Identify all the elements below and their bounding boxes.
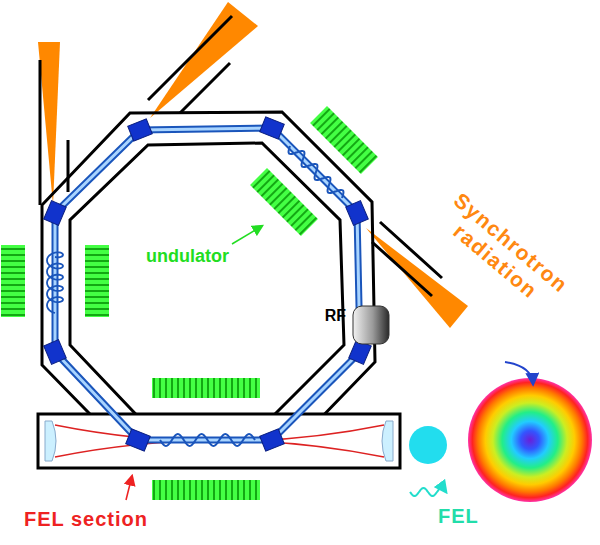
undulator-magnet [152,480,260,500]
radiation-fan [150,2,258,118]
rf-cavity-shape [352,305,390,345]
ring-outer-wall [42,112,375,455]
undulating-trajectory [289,146,344,198]
mirror [382,421,393,461]
mirror [45,421,56,461]
rf-cavity-body [353,306,389,344]
electron-beam [55,128,360,440]
optical-cavity-beam [55,425,384,457]
beam-pipe [55,128,360,440]
fel-housing [38,414,400,468]
pointer-arrow [505,362,533,384]
bending-magnet [128,119,153,141]
bending-magnet [126,429,151,451]
undulator-magnet [1,245,25,317]
undulator-magnet [152,378,260,398]
pointer-arrow [232,226,262,244]
section-label: FEL section [24,508,148,531]
ring-inner-wall [70,143,344,427]
helical-trajectory [47,252,63,313]
undulator-magnet [250,168,318,236]
rf-cavity: RF [352,305,390,345]
bending-magnet [44,201,67,226]
output-label: FEL [438,505,479,528]
undulator-magnet [85,245,109,317]
undulator-magnet [310,106,378,174]
synchrotron-spectrum-spot [468,378,592,502]
component-label: undulator [146,246,229,267]
bending-magnet [44,340,67,365]
bending-magnet [260,429,285,451]
bending-magnet [260,117,285,139]
fel-spot [409,426,447,464]
pointer-arrow [126,476,132,500]
undulating-trajectory [160,434,255,446]
bending-magnet [346,201,369,226]
wave-arrow [410,488,446,496]
component-label: RF [325,307,346,325]
